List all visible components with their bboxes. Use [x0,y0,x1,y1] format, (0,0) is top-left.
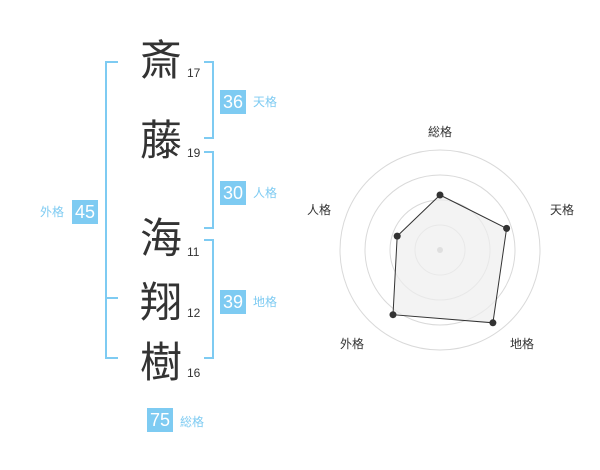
tenkaku-bracket [204,61,214,139]
jinkaku-label: 人格 [253,186,278,200]
surname-char-1: 斎 [140,36,183,85]
chikaku-label: 地格 [253,295,278,309]
radar-point-1 [503,224,511,232]
given-char-3-strokes: 16 [187,366,201,380]
radar-label-gaikaku: 外格 [340,337,365,351]
given-char-2-strokes: 12 [187,306,201,320]
radar-label-tenkaku: 天格 [550,203,575,217]
radar-label-chikaku: 地格 [510,337,535,351]
jinkaku-bracket [204,151,214,229]
gaikaku-label: 外格 [40,205,65,219]
radar-ring [339,149,541,351]
radar-point-0 [436,191,444,199]
soukaku-label: 総格 [180,415,205,429]
jinkaku-value: 30 [220,181,246,205]
radar-point-2 [489,319,497,327]
radar-label-soukaku: 総格 [428,125,453,139]
surname-char-2-strokes: 19 [187,146,201,160]
chikaku-bracket [204,239,214,359]
surname-char-2: 藤 [140,116,183,165]
radar-label-jinkaku: 人格 [307,203,332,217]
radar-point-4 [393,232,401,240]
given-char-1-strokes: 11 [187,245,200,259]
given-char-3: 樹 [140,338,183,387]
given-char-2: 翔 [140,278,183,327]
chikaku-value: 39 [220,290,246,314]
radar-point-3 [389,311,397,319]
radar-series-polygon [392,194,508,324]
gaikaku-bracket [105,61,118,359]
surname-char-1-strokes: 17 [187,66,201,80]
gaikaku-value: 45 [72,200,98,224]
soukaku-value: 75 [147,408,173,432]
radar-ring [364,174,516,326]
tenkaku-label: 天格 [253,95,278,109]
given-char-1: 海 [140,214,183,263]
tenkaku-value: 36 [220,90,246,114]
